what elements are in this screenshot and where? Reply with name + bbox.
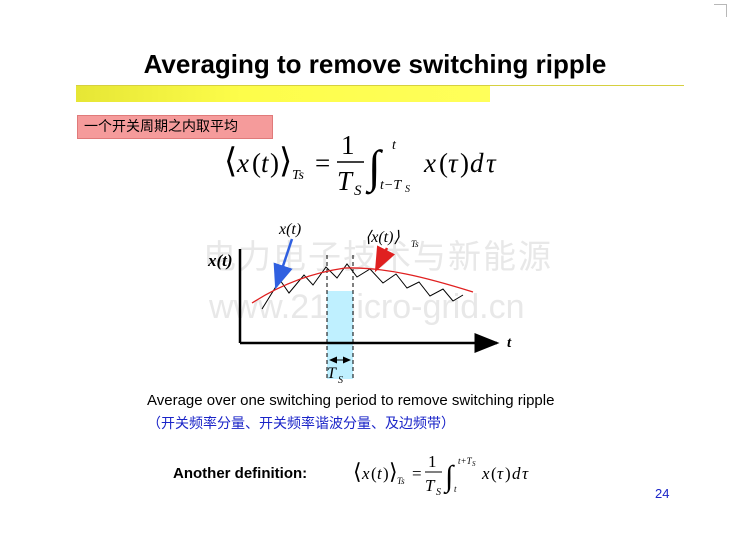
formula-left-angle: ⟨: [224, 143, 237, 180]
average-label-subscript: Ts: [411, 239, 419, 249]
chinese-label-box: 一个开关周期之内取平均: [77, 115, 273, 139]
svg-text:(: (: [439, 148, 448, 178]
svg-text:τ: τ: [448, 148, 459, 178]
svg-text:d: d: [512, 464, 521, 483]
svg-text:t−T: t−T: [380, 178, 402, 193]
svg-text:S: S: [436, 487, 441, 498]
svg-text:S: S: [405, 184, 410, 195]
svg-text:): ): [383, 464, 389, 483]
another-definition-label: Another definition:: [173, 465, 308, 482]
switching-waveform: [261, 263, 464, 310]
average-pointer-arrow: [374, 245, 396, 273]
svg-text:τ: τ: [497, 464, 504, 483]
svg-text:(: (: [371, 464, 377, 483]
svg-text:x: x: [481, 464, 490, 483]
watermark-url: www.21micro-grid.cn: [209, 288, 525, 326]
svg-text:t: t: [377, 464, 383, 483]
svg-text:T: T: [425, 476, 436, 495]
period-label-subscript: S: [338, 375, 343, 386]
title-highlight-bar: [76, 86, 490, 102]
signal-label: x(t): [278, 221, 301, 238]
svg-text:(: (: [252, 148, 261, 178]
svg-text:Ts: Ts: [292, 168, 305, 183]
title-underline: [76, 85, 684, 86]
svg-text:t+T: t+T: [458, 456, 473, 466]
svg-text:τ: τ: [522, 464, 529, 483]
x-axis-label: t: [507, 335, 512, 351]
svg-text:T: T: [337, 166, 354, 196]
alternate-average-formula: ⟨ x ( t ) ⟩ Ts = 1 T S ∫ t+T S t x ( τ )…: [353, 452, 529, 498]
svg-text:τ: τ: [486, 148, 497, 178]
average-label: ⟨x(t)⟩: [365, 229, 400, 246]
y-axis-label: x(t): [207, 251, 233, 270]
main-average-formula: ⟨ x ( t ) ⟩ Ts = 1 T S ∫ t t−T S x ( τ )…: [224, 130, 497, 199]
svg-text:S: S: [472, 460, 476, 468]
period-shading: [327, 291, 353, 379]
svg-text:t: t: [454, 484, 457, 494]
svg-text:Ts: Ts: [397, 476, 405, 486]
caption-chinese: （开关频率分量、开关频率谐波分量、及边频带）: [147, 416, 455, 432]
page-number: 24: [655, 486, 670, 501]
svg-text:1: 1: [428, 452, 437, 471]
signal-pointer-arrow: [273, 238, 294, 290]
svg-text:): ): [270, 148, 279, 178]
svg-text:=: =: [412, 464, 422, 483]
svg-text:1: 1: [341, 130, 355, 160]
svg-text:t: t: [392, 138, 397, 153]
period-label: T: [327, 365, 337, 382]
svg-text:⟨: ⟨: [353, 459, 362, 484]
svg-text:∫: ∫: [443, 460, 455, 495]
svg-text:=: =: [315, 148, 330, 178]
svg-text:⟩: ⟩: [389, 459, 398, 484]
svg-text:): ): [460, 148, 469, 178]
caption-english: Average over one switching period to rem…: [147, 392, 555, 409]
ripple-diagram: x(t) t x(t) ⟨x(t)⟩ Ts T S: [207, 221, 512, 386]
svg-text:(: (: [491, 464, 497, 483]
svg-text:d: d: [470, 148, 484, 178]
svg-text:S: S: [354, 183, 362, 199]
svg-text:): ): [505, 464, 511, 483]
slide-title: Averaging to remove switching ripple: [143, 49, 607, 79]
formula-integral: ∫: [365, 141, 383, 195]
svg-text:x: x: [236, 148, 249, 178]
svg-text:t: t: [261, 148, 270, 178]
svg-text:x: x: [423, 148, 436, 178]
formula-right-angle: ⟩: [279, 143, 292, 180]
slide-corner-mark: [714, 4, 727, 17]
svg-text:x: x: [361, 464, 370, 483]
